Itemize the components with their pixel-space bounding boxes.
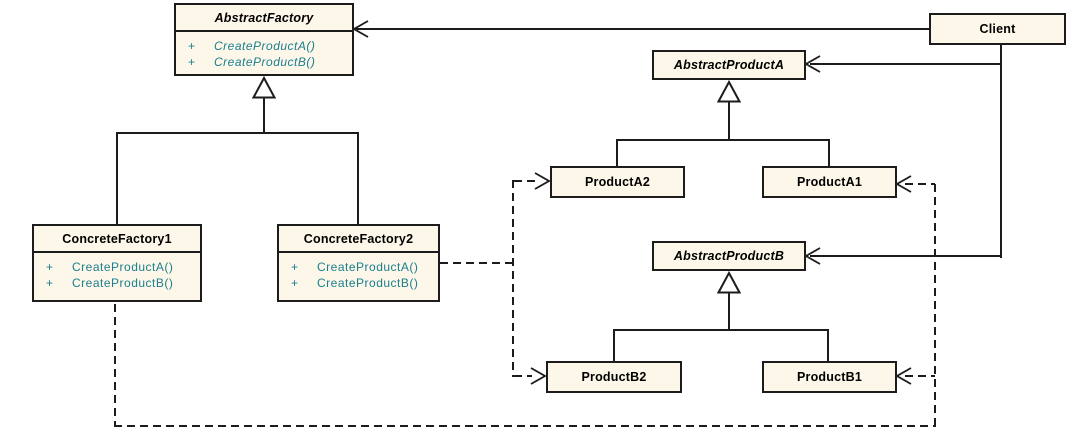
method-row: + CreateProductA() <box>291 259 438 275</box>
class-name: ConcreteFactory2 <box>303 231 414 246</box>
association-client-to-abstractproducta-line <box>810 63 1002 65</box>
dependency-bottom-line <box>114 425 936 427</box>
open-arrowhead-icon <box>353 20 369 38</box>
method-row: + CreateProductB() <box>188 54 352 70</box>
generalization-productb-crossbar-line <box>613 329 829 331</box>
generalization-productb2-line <box>613 330 615 361</box>
method-signature: CreateProductA() <box>317 260 419 274</box>
class-header: ConcreteFactory1 <box>34 226 200 253</box>
class-methods-compartment: + CreateProductA() + CreateProductB() <box>279 253 438 291</box>
method-signature: CreateProductA() <box>72 260 174 274</box>
class-header: ConcreteFactory2 <box>279 226 438 253</box>
generalization-concretefactory1-line <box>116 133 118 224</box>
class-header: AbstractFactory <box>176 5 352 32</box>
class-name: AbstractProductB <box>673 249 785 263</box>
dependency-concretefactory2-trunk-line <box>512 180 514 377</box>
generalization-factory-crossbar-line <box>116 132 359 134</box>
visibility-marker: + <box>188 55 196 69</box>
dependency-to-productb1-line <box>905 375 935 377</box>
class-methods-compartment: + CreateProductA() + CreateProductB() <box>176 32 352 70</box>
association-client-trunk-line <box>1000 45 1002 258</box>
dependency-to-producta1-line <box>905 183 935 185</box>
class-box-product-b1: ProductB1 <box>762 361 897 393</box>
generalization-productb-stem-line <box>728 292 730 330</box>
class-name: ConcreteFactory1 <box>62 231 172 246</box>
class-box-product-a2: ProductA2 <box>550 166 685 198</box>
generalization-productb1-line <box>827 330 829 361</box>
method-signature: CreateProductA() <box>214 39 316 53</box>
visibility-marker: + <box>46 276 54 290</box>
class-name: ProductA1 <box>796 175 862 189</box>
class-box-abstract-product-b: AbstractProductB <box>652 241 806 271</box>
class-box-client: Client <box>929 13 1066 45</box>
method-signature: CreateProductB() <box>214 55 316 69</box>
open-arrowhead-icon <box>530 367 546 385</box>
class-name: ProductA2 <box>584 175 650 189</box>
class-name: ProductB1 <box>796 370 862 384</box>
class-box-concrete-factory2: ConcreteFactory2 + CreateProductA() + Cr… <box>277 224 440 302</box>
association-client-to-abstractproductb-line <box>810 255 1002 257</box>
method-signature: CreateProductB() <box>317 276 419 290</box>
open-arrowhead-icon <box>805 247 821 265</box>
dependency-to-productb2-line <box>514 375 532 377</box>
method-row: + CreateProductB() <box>291 275 438 291</box>
dependency-concretefactory1-line <box>114 304 116 426</box>
class-name: AbstractProductA <box>673 58 785 72</box>
generalization-triangle-icon <box>717 80 741 103</box>
association-client-to-abstractfactory-line <box>356 28 929 30</box>
class-name: ProductB2 <box>581 370 647 384</box>
visibility-marker: + <box>291 276 299 290</box>
dependency-concretefactory2-line <box>440 262 514 264</box>
visibility-marker: + <box>291 260 299 274</box>
generalization-producta-stem-line <box>728 101 730 140</box>
method-signature: CreateProductB() <box>72 276 174 290</box>
class-box-abstract-product-a: AbstractProductA <box>652 50 806 80</box>
generalization-factory-stem-line <box>263 97 265 133</box>
method-row: + CreateProductB() <box>46 275 200 291</box>
method-row: + CreateProductA() <box>46 259 200 275</box>
generalization-producta2-line <box>616 140 618 166</box>
class-methods-compartment: + CreateProductA() + CreateProductB() <box>34 253 200 291</box>
open-arrowhead-icon <box>896 175 912 193</box>
dependency-concretefactory1-trunk-line <box>934 184 936 426</box>
method-row: + CreateProductA() <box>188 38 352 54</box>
class-box-product-b2: ProductB2 <box>546 361 682 393</box>
class-box-product-a1: ProductA1 <box>762 166 897 198</box>
generalization-triangle-icon <box>717 271 741 294</box>
generalization-producta1-line <box>828 140 830 166</box>
class-name: Client <box>979 22 1016 36</box>
generalization-triangle-icon <box>252 76 276 99</box>
class-name: AbstractFactory <box>214 10 314 25</box>
open-arrowhead-icon <box>896 367 912 385</box>
dependency-to-producta2-line <box>514 180 536 182</box>
open-arrowhead-icon <box>534 172 550 190</box>
visibility-marker: + <box>188 39 196 53</box>
class-box-abstract-factory: AbstractFactory + CreateProductA() + Cre… <box>174 3 354 76</box>
open-arrowhead-icon <box>805 55 821 73</box>
class-box-concrete-factory1: ConcreteFactory1 + CreateProductA() + Cr… <box>32 224 202 302</box>
visibility-marker: + <box>46 260 54 274</box>
generalization-producta-crossbar-line <box>616 139 830 141</box>
generalization-concretefactory2-line <box>357 133 359 224</box>
